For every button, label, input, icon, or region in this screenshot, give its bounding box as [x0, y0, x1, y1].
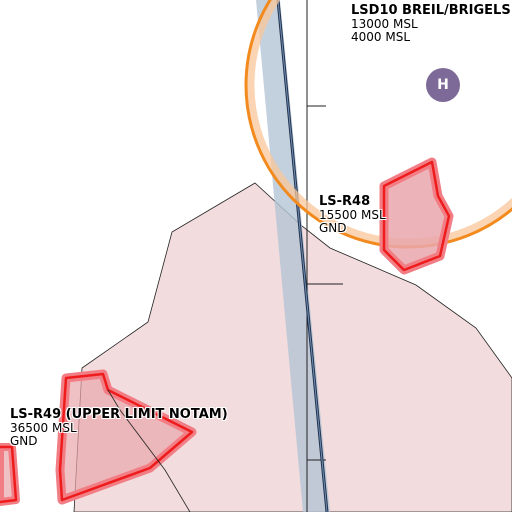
terrain-line	[107, 389, 191, 512]
airspace-name: LS-R48	[319, 194, 371, 209]
label-lsd10[interactable]: LSD10 BREIL/BRIGELS 13000 MSL 4000 MSL	[351, 3, 511, 44]
airspace-upper-limit: 36500 MSL	[10, 421, 77, 435]
airspace-lower-limit: GND	[319, 221, 347, 235]
heliport-icon[interactable]: H	[426, 68, 460, 102]
restricted-area-edge-boundary	[0, 445, 18, 504]
heliport-symbol: H	[437, 77, 449, 93]
airspace-name: LS-R49 (UPPER LIMIT NOTAM)	[10, 407, 228, 422]
label-ls-r49[interactable]: LS-R49 (UPPER LIMIT NOTAM) 36500 MSL GND	[10, 407, 228, 448]
route-line-highlight	[277, 0, 328, 512]
airspace-upper-limit: 13000 MSL	[351, 17, 418, 31]
airway-corridor[interactable]	[256, 0, 330, 512]
airspace-upper-limit: 15500 MSL	[319, 208, 386, 222]
ls-r48-boundary	[382, 160, 451, 272]
airspace-name: LSD10 BREIL/BRIGELS	[351, 3, 511, 18]
ls-r49-boundary	[58, 372, 194, 502]
airspace-lower-limit: 4000 MSL	[351, 30, 411, 44]
label-ls-r48[interactable]: LS-R48 15500 MSL GND	[319, 194, 386, 235]
airspace-lower-limit: GND	[10, 434, 38, 448]
